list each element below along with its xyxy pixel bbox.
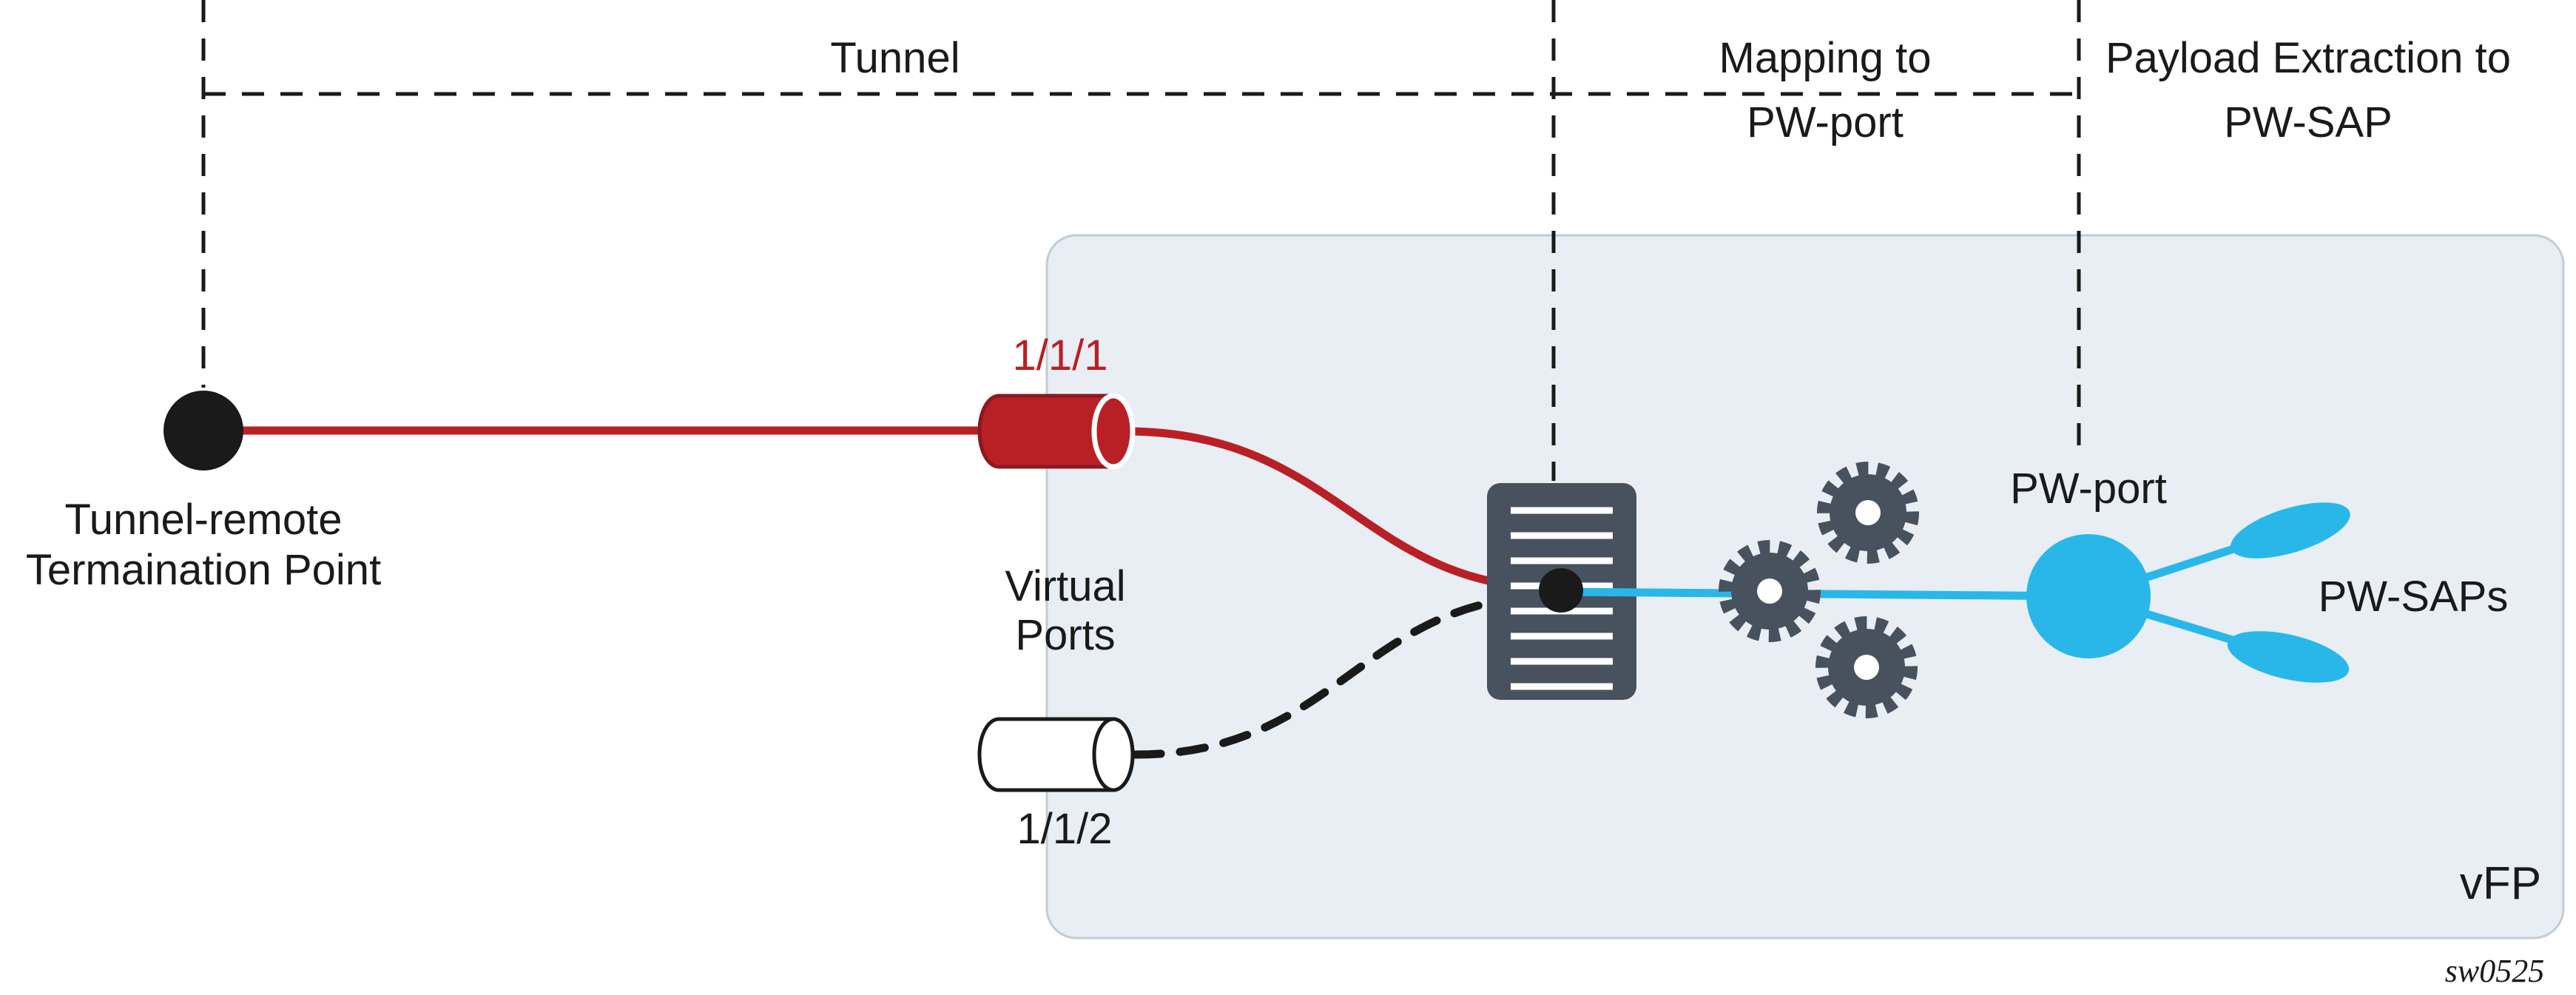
tunnel-annotation-label: Tunnel <box>830 34 960 82</box>
port-1-1-1-label: 1/1/1 <box>1013 331 1108 380</box>
tunnel-to-mapping-curve <box>1124 427 1558 593</box>
mapping-annotation-line1: Mapping to <box>1719 34 1932 82</box>
tunnel-endpoint-dot <box>163 391 243 470</box>
virtual-ports-label-line1: Virtual <box>1005 562 1125 610</box>
tunnel-endpoint-label-line2: Termaination Point <box>26 546 381 594</box>
port-1-1-2-label: 1/1/2 <box>1017 805 1113 853</box>
port-1-1-2-cylinder-icon <box>977 717 1135 792</box>
gear-icon <box>1817 462 1919 564</box>
pw-port-line <box>1560 587 2089 601</box>
junction-dot <box>1539 568 1583 613</box>
virtual-ports-label-line2: Ports <box>1015 611 1115 659</box>
vfp-label: vFP <box>2460 858 2541 909</box>
pw-sap-ellipse <box>2231 502 2350 559</box>
payload-annotation-line1: Payload Extraction to <box>2105 34 2511 82</box>
port2-to-mapping-dashed-curve <box>1131 592 1558 759</box>
mapping-annotation-line2: PW-port <box>1747 98 1904 146</box>
tunnel-endpoint-label-line1: Tunnel-remote <box>64 496 342 544</box>
pw-saps-label: PW-SAPs <box>2319 573 2509 621</box>
figure-id: sw0525 <box>2445 953 2544 989</box>
gear-icon <box>1815 616 1918 718</box>
port-1-1-1-cylinder-icon <box>977 393 1136 470</box>
pw-sap-ellipse <box>2227 631 2350 683</box>
payload-annotation-line2: PW-SAP <box>2224 98 2393 146</box>
gear-icon <box>1719 540 1821 642</box>
pw-port-circle <box>2026 534 2151 658</box>
pw-port-label: PW-port <box>2010 465 2167 513</box>
